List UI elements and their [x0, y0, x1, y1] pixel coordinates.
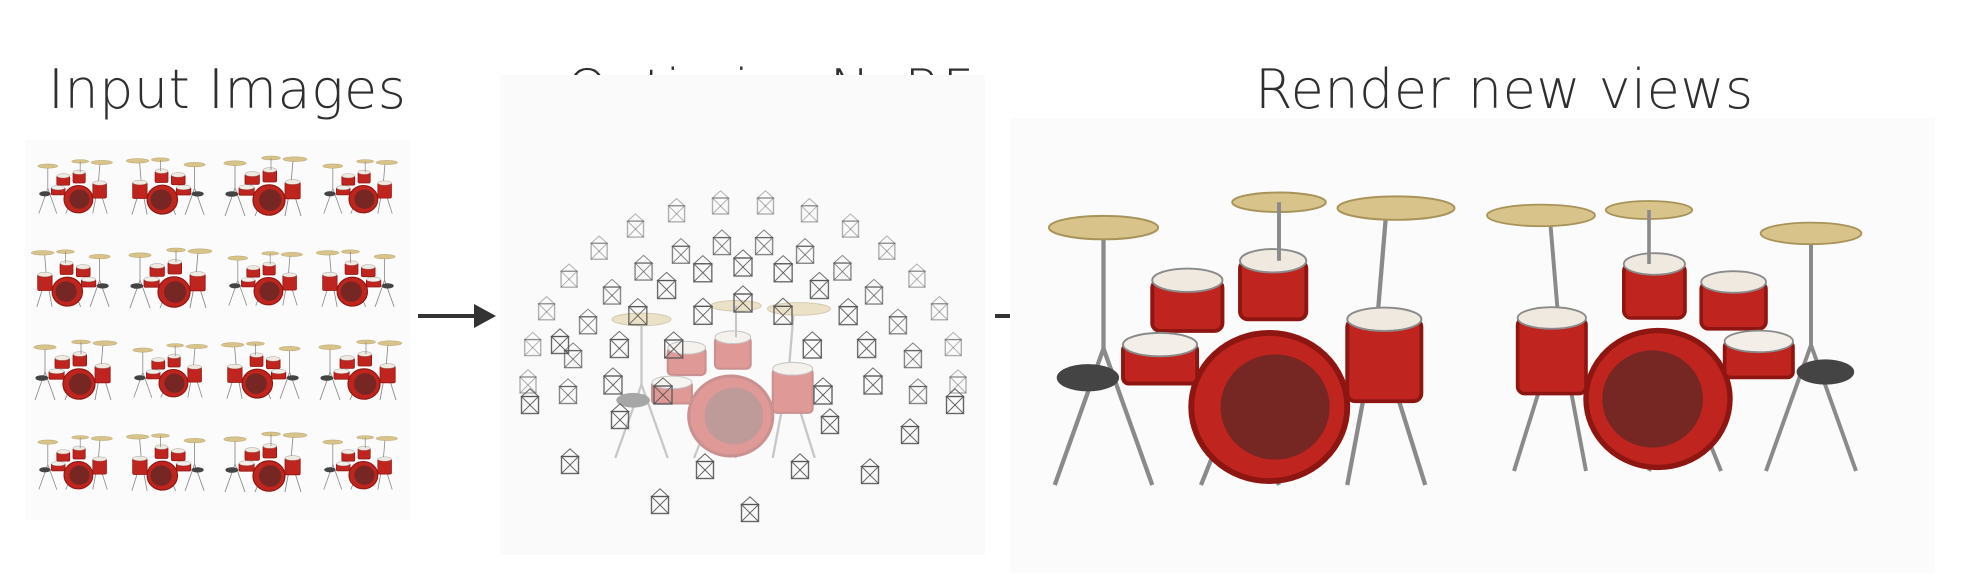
camera-frustum-icon	[908, 378, 928, 405]
camera-frustum-icon	[862, 367, 884, 395]
camera-frustum-icon	[627, 297, 649, 326]
camera-frustum-icon	[558, 378, 578, 405]
camera-frustum-icon	[841, 213, 860, 238]
camera-frustum-icon	[656, 271, 677, 300]
camera-frustum-icon	[820, 408, 840, 435]
input-image-thumbnail	[132, 343, 208, 398]
camera-frustum-icon	[626, 213, 645, 238]
camera-frustum-icon	[559, 263, 579, 288]
camera-frustum-icon	[602, 367, 624, 395]
input-image-thumbnail	[322, 435, 398, 490]
camera-dome-diagram	[518, 190, 968, 523]
camera-frustum-icon	[877, 235, 897, 260]
camera-frustum-icon	[652, 377, 674, 405]
input-image-thumbnail	[223, 155, 308, 217]
input-image-thumbnail	[227, 251, 303, 306]
camera-frustum-icon	[712, 229, 732, 256]
input-image-thumbnail	[37, 435, 113, 490]
camera-frustum-icon	[856, 330, 877, 359]
input-image-thumbnail	[33, 339, 118, 401]
camera-frustum-icon	[903, 342, 923, 369]
input-image-thumbnail	[316, 249, 396, 307]
arrow-right-icon	[418, 296, 496, 340]
camera-frustum-icon	[663, 331, 685, 359]
camera-frustum-icon	[671, 237, 691, 264]
camera-frustum-icon	[692, 297, 714, 326]
camera-frustum-icon	[537, 295, 556, 321]
camera-frustum-icon	[837, 297, 859, 326]
input-image-thumbnail	[126, 157, 206, 215]
input-image-thumbnail	[322, 159, 398, 214]
input-image-thumbnail	[318, 339, 403, 401]
input-image-thumbnail	[37, 159, 113, 214]
camera-frustum-icon	[650, 488, 670, 515]
camera-frustum-icon	[888, 308, 908, 335]
input-image-thumbnail	[221, 341, 301, 399]
input-images-title: Input Images	[48, 58, 407, 121]
camera-frustum-icon	[948, 369, 968, 394]
rendered-drum-views	[1047, 191, 1863, 486]
input-images-grid	[31, 155, 403, 493]
camera-frustum-icon	[732, 249, 754, 277]
camera-frustum-icon	[667, 197, 686, 223]
camera-frustum-icon	[754, 229, 774, 256]
camera-frustum-icon	[602, 278, 622, 305]
camera-frustum-icon	[930, 295, 949, 321]
render-views-panel	[1010, 118, 1935, 573]
camera-frustum-icon	[560, 448, 580, 475]
rendered-view-side	[1486, 200, 1863, 472]
camera-frustum-icon	[520, 388, 540, 415]
camera-frustum-icon	[732, 285, 754, 313]
camera-frustum-icon	[610, 403, 630, 430]
camera-frustum-icon	[563, 342, 583, 369]
input-image-thumbnail	[31, 249, 111, 307]
camera-frustum-icon	[772, 255, 794, 283]
input-image-thumbnail	[128, 247, 213, 309]
camera-frustum-icon	[812, 377, 834, 405]
camera-frustum-icon	[740, 496, 760, 523]
camera-frustum-icon	[900, 418, 920, 445]
camera-frustum-icon	[864, 278, 884, 305]
input-images-panel	[25, 140, 410, 520]
render-new-views-title: Render new views	[1255, 58, 1754, 121]
camera-frustum-icon	[695, 453, 715, 480]
camera-frustum-icon	[518, 369, 538, 394]
camera-frustum-icon	[945, 388, 965, 415]
camera-frustum-icon	[772, 297, 794, 326]
camera-frustum-icon	[523, 331, 543, 357]
input-image-thumbnail	[126, 433, 206, 491]
camera-frustum-icon	[692, 255, 714, 283]
camera-frustum-icon	[790, 453, 810, 480]
rendered-view-front	[1047, 191, 1456, 486]
camera-frustum-icon	[711, 190, 730, 215]
camera-frustum-icon	[943, 331, 963, 357]
camera-frustum-icon	[633, 254, 654, 281]
camera-frustum-icon	[907, 263, 927, 288]
camera-frustum-icon	[589, 235, 609, 260]
camera-frustum-icon	[609, 330, 630, 359]
camera-frustum-icon	[578, 308, 598, 335]
camera-frustum-icon	[795, 237, 815, 264]
camera-frustum-icon	[801, 331, 823, 359]
camera-frustum-icon	[860, 458, 880, 485]
camera-frustum-icon	[800, 197, 819, 223]
camera-frustum-icon	[832, 254, 853, 281]
camera-frustum-icon	[550, 328, 570, 355]
optimize-nerf-panel	[500, 75, 985, 555]
input-image-thumbnail	[223, 431, 308, 493]
camera-frustum-icon	[756, 190, 775, 215]
camera-frustum-icon	[809, 271, 830, 300]
